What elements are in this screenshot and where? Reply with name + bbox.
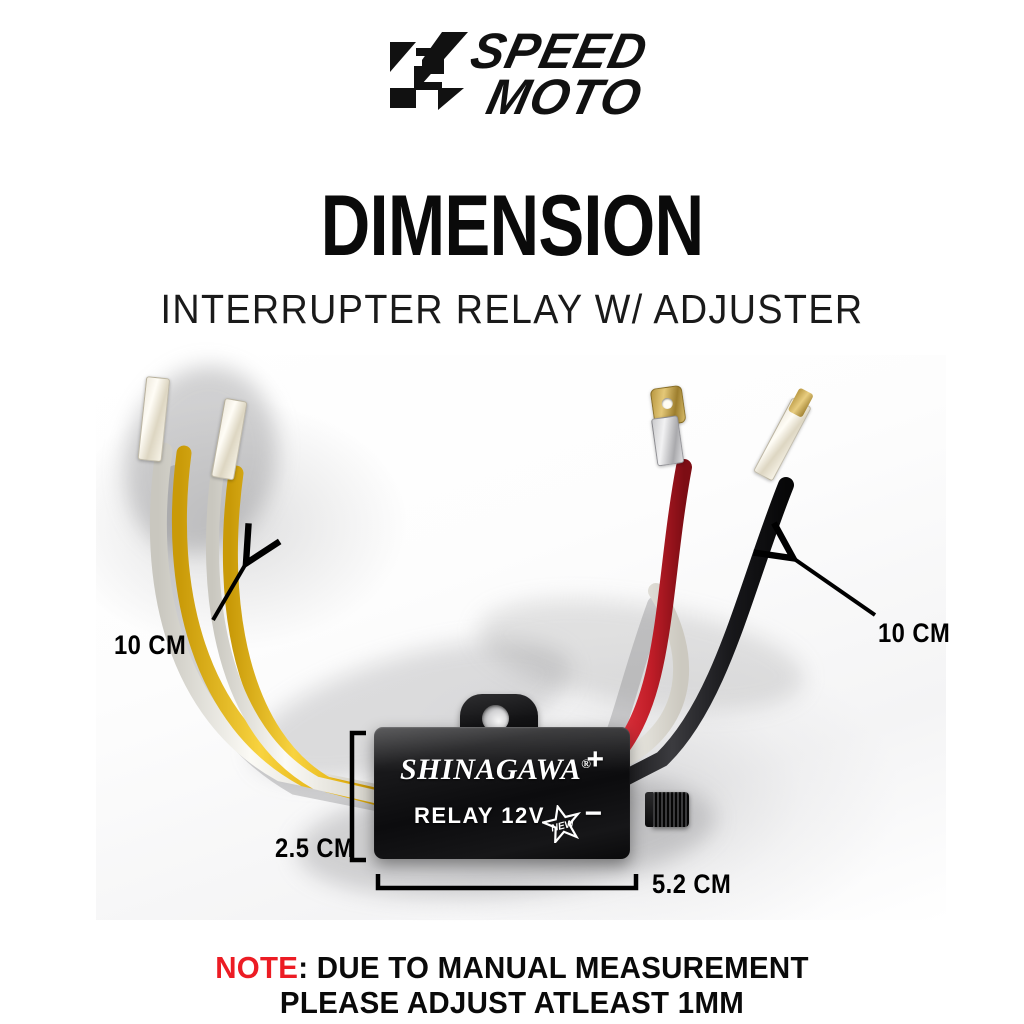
brand-logo-text: SPEED MOTO — [466, 22, 677, 125]
footer-note: NOTE: DUE TO MANUAL MEASUREMENT PLEASE A… — [0, 950, 1024, 1020]
relay-brand-name: SHINAGAWA — [400, 753, 582, 786]
right-dimension-label: 10 CM — [878, 618, 951, 648]
footer-note-keyword: NOTE — [215, 950, 299, 985]
wire-white-b — [205, 460, 401, 808]
page-subtitle: INTERRUPTER RELAY W/ ADJUSTER — [160, 286, 864, 332]
relay-model-label: RELAY 12V — [414, 803, 545, 828]
relay-positive-terminal-label: + — [586, 743, 604, 776]
footer-note-line-1: NOTE: DUE TO MANUAL MEASUREMENT — [26, 950, 999, 985]
terminal-barrel-red — [650, 415, 685, 467]
registered-trademark-icon: ® — [581, 756, 592, 771]
new-badge-star-icon: NEW — [539, 803, 582, 846]
left-dimension-label: 10 CM — [114, 630, 187, 660]
wire-white — [149, 442, 397, 804]
width-dimension-label: 5.2 CM — [652, 869, 732, 899]
adjuster-knob[interactable] — [645, 792, 689, 827]
footer-note-line-2: PLEASE ADJUST ATLEAST 1MM — [279, 985, 745, 1020]
relay-negative-terminal-label: − — [584, 797, 602, 830]
speedmoto-spiral-s-mark-icon — [386, 26, 472, 112]
brand-logo: SPEED MOTO — [386, 22, 677, 125]
relay-body: SHINAGAWA® RELAY 12V + − NEW — [374, 727, 630, 859]
footer-note-line-1-rest: DUE TO MANUAL MEASUREMENT — [308, 950, 809, 985]
relay-brand-label: SHINAGAWA® — [400, 753, 591, 787]
page-title: DIMENSION — [320, 178, 704, 274]
height-dimension-label: 2.5 CM — [275, 833, 355, 863]
adjuster-knob-collar — [645, 792, 653, 827]
footer-note-colon: : — [298, 950, 309, 985]
logo-word-moto: MOTO — [481, 69, 648, 125]
